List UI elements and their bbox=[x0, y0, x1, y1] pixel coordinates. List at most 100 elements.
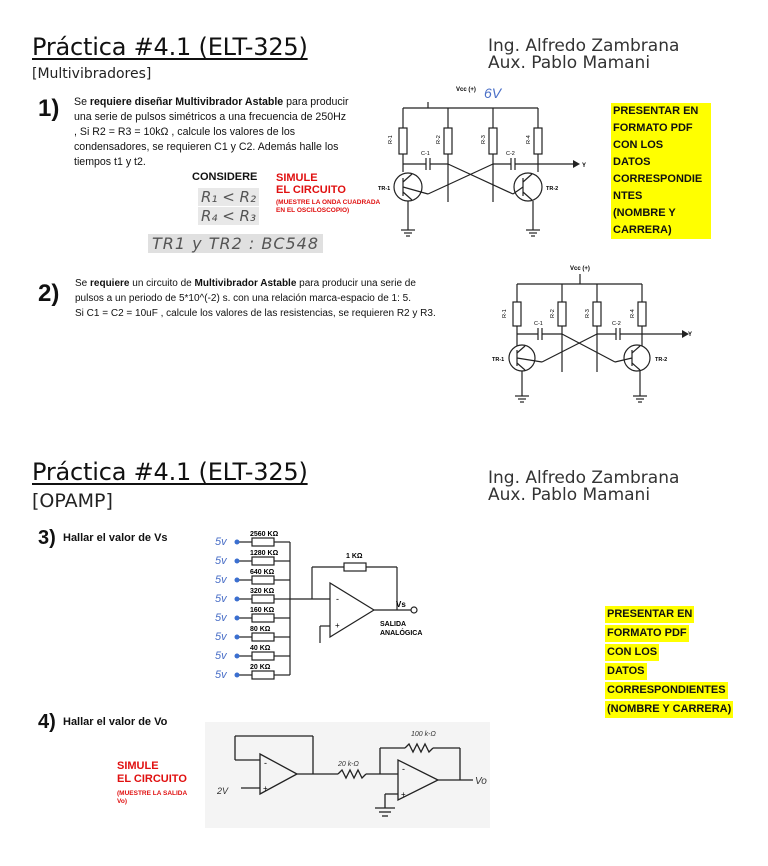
q2-line1-e: para producir una serie de bbox=[296, 278, 416, 289]
circuit1-r4-label: R-4 bbox=[526, 135, 532, 144]
q3-input-rows: 5v 5v 5v 5v 5v 5v 5v 5v 2560 KΩ 1280 KΩ … bbox=[215, 531, 418, 681]
q3-output-caption-2: ANALÓGICA bbox=[380, 628, 422, 637]
q2-line1-a: Se bbox=[75, 278, 91, 289]
note1-line: CARRERA) bbox=[611, 222, 711, 239]
circuit1-c1-label: C-1 bbox=[421, 151, 430, 157]
note1-line: DATOS bbox=[611, 154, 711, 171]
q4-number: 4) bbox=[38, 711, 56, 733]
q2-line1-d: Multivibrador Astable bbox=[194, 278, 297, 289]
circuit1-vcc-value: 6V bbox=[484, 85, 503, 101]
q3-resistor-label: 640 KΩ bbox=[250, 569, 275, 576]
q1-line1-pre: Se bbox=[74, 96, 90, 108]
q4-simule-line2: EL CIRCUITO bbox=[117, 773, 187, 785]
q3-input-5v: 5v bbox=[215, 631, 228, 643]
q3-resistor-label: 1280 KΩ bbox=[250, 550, 279, 557]
q1-text: Se requiere diseñar Multivibrador Astabl… bbox=[74, 95, 374, 170]
q1-considere: CONSIDERE bbox=[192, 171, 258, 183]
q1-simule-note-line1: (MUESTRE LA ONDA CUADRADA bbox=[276, 199, 381, 206]
q1-simule-note: (MUESTRE LA ONDA CUADRADA EN EL OSCILOSC… bbox=[276, 199, 380, 215]
section2-subtitle: [OPAMP] bbox=[32, 490, 113, 512]
circuit2-schematic: Vcc (+) R-1 R-2 R-3 R-4 C-1 C-2 TR-1 TR-… bbox=[492, 266, 692, 403]
q1-line5: tiempos t1 y t2. bbox=[74, 156, 146, 168]
q2-line2: pulsos a un periodo de 5*10^(-2) s. con … bbox=[75, 293, 412, 304]
q4-text: Hallar el valor de Vo bbox=[63, 716, 168, 728]
q1-line1-post: para producir bbox=[283, 96, 349, 108]
q4-output-label: Vo bbox=[475, 776, 487, 787]
circuit2-tr1-label: TR-1 bbox=[492, 357, 504, 363]
q1-simule-label: SIMULE EL CIRCUITO bbox=[276, 172, 346, 196]
q3-output-caption-1: SALIDA bbox=[380, 621, 406, 628]
q1-line1-bold: requiere diseñar Multivibrador Astable bbox=[89, 96, 284, 108]
circuit2-c2-label: C-2 bbox=[612, 321, 621, 327]
circuit2-r4-label: R-4 bbox=[630, 309, 636, 318]
section1-assistant: Aux. Pablo Mamani bbox=[488, 53, 651, 73]
circuit1-output-arrow-icon bbox=[573, 160, 580, 168]
q3-resistor-label: 320 KΩ bbox=[250, 588, 275, 595]
q3-input-5v: 5v bbox=[215, 650, 228, 662]
q3-input-5v: 5v bbox=[215, 612, 228, 624]
q3-opamp-minus: - bbox=[336, 594, 339, 604]
q1-condition-r1-r2: R₁ < R₂ bbox=[198, 188, 259, 206]
note2-line: FORMATO PDF bbox=[605, 625, 689, 642]
q1-line2: una serie de pulsos simétricos a una fre… bbox=[74, 111, 347, 123]
q4-input-resistor-label: 20 k-Ω bbox=[337, 761, 360, 768]
q3-dac-schematic: 5v 5v 5v 5v 5v 5v 5v 5v 2560 KΩ 1280 KΩ … bbox=[215, 531, 422, 681]
circuit1-schematic: Vcc (+) 6V R-1 R-2 R-3 R-4 C-1 C-2 TR-1 … bbox=[378, 85, 586, 237]
q4-simule-note-line1: (MUESTRE LA SALIDA bbox=[117, 790, 188, 797]
section1-title: Práctica #4.1 (ELT-325) bbox=[32, 33, 308, 61]
q3-opamp-plus: + bbox=[335, 621, 340, 630]
q4-opamp1-minus: - bbox=[264, 758, 267, 768]
note1-line: CORRESPONDIE bbox=[611, 171, 711, 188]
note2-line: CON LOS bbox=[605, 644, 660, 661]
q3-input-5v: 5v bbox=[215, 669, 228, 681]
circuit1-vcc-label: Vcc (+) bbox=[456, 87, 476, 93]
circuit2-r2-label: R-2 bbox=[550, 309, 556, 318]
q4-opamp1-plus: + bbox=[263, 784, 268, 793]
q3-resistor-label: 80 KΩ bbox=[250, 626, 271, 633]
circuit1-c2-label: C-2 bbox=[506, 151, 515, 157]
q1-number: 1) bbox=[38, 95, 60, 122]
q4-opamp2-minus: - bbox=[402, 764, 405, 774]
q3-resistor-label: 2560 KΩ bbox=[250, 531, 279, 538]
q1-transistor-spec: TR1 y TR2 : BC548 bbox=[148, 234, 324, 253]
note2-line: PRESENTAR EN bbox=[605, 606, 695, 623]
q3-output-label: Vs bbox=[396, 600, 406, 609]
note2-line: DATOS bbox=[605, 663, 647, 680]
q3-resistor-label: 160 KΩ bbox=[250, 607, 275, 614]
circuit2-r3-label: R-3 bbox=[585, 309, 591, 318]
circuit2-tr2-label: TR-2 bbox=[655, 357, 667, 363]
q2-number: 2) bbox=[38, 280, 60, 307]
note1-line: NTES bbox=[611, 188, 711, 205]
q1-simule-note-line2: EN EL OSCILOSCOPIO) bbox=[276, 207, 350, 214]
section1-professor: Ing. Alfredo Zambrana bbox=[488, 36, 680, 56]
q2-text: Se requiere un circuito de Multivibrador… bbox=[75, 276, 495, 321]
q4-opamp2-plus: + bbox=[401, 790, 406, 799]
q1-line3: , Si R2 = R3 = 10kΩ , calcule los valore… bbox=[74, 126, 296, 138]
q3-number: 3) bbox=[38, 527, 56, 549]
circuit1-tr2-label: TR-2 bbox=[546, 186, 558, 192]
note1-line: (NOMBRE Y bbox=[611, 205, 711, 222]
q4-input-voltage-label: 2V bbox=[216, 786, 229, 796]
q4-simule-note: (MUESTRE LA SALIDA Vo) bbox=[117, 790, 187, 806]
q4-simule-line1: SIMULE bbox=[117, 760, 159, 772]
q4-opamp-schematic: - + - + 20 k-Ω 100 k-Ω 2V Vo bbox=[205, 722, 490, 828]
circuit2-output-arrow-icon bbox=[682, 330, 689, 338]
q4-simule-note-line2: Vo) bbox=[117, 798, 127, 805]
note1-line: PRESENTAR EN bbox=[611, 103, 711, 120]
q2-line3: Si C1 = C2 = 10uF , calcule los valores … bbox=[75, 308, 436, 319]
q1-line4: condensadores, se requieren C1 y C2. Ade… bbox=[74, 141, 339, 153]
q1-condition-r4-r3: R₄ < R₃ bbox=[198, 207, 259, 225]
circuit1-r3-label: R-3 bbox=[481, 135, 487, 144]
q3-text: Hallar el valor de Vs bbox=[63, 532, 168, 544]
section2-title: Práctica #4.1 (ELT-325) bbox=[32, 458, 308, 486]
q1-simule-line1: SIMULE bbox=[276, 172, 318, 184]
q1-simule-line2: EL CIRCUITO bbox=[276, 184, 346, 196]
q4-simule-label: SIMULE EL CIRCUITO bbox=[117, 760, 187, 786]
circuit2-r1-label: R-1 bbox=[502, 309, 508, 318]
note1-line: FORMATO PDF bbox=[611, 120, 711, 137]
presentation-note-1: PRESENTAR EN FORMATO PDF CON LOS DATOS C… bbox=[611, 103, 711, 239]
circuit1-r2-label: R-2 bbox=[436, 135, 442, 144]
circuit1-r1-label: R-1 bbox=[388, 135, 394, 144]
note1-line: CON LOS bbox=[611, 137, 711, 154]
q3-input-5v: 5v bbox=[215, 574, 228, 586]
